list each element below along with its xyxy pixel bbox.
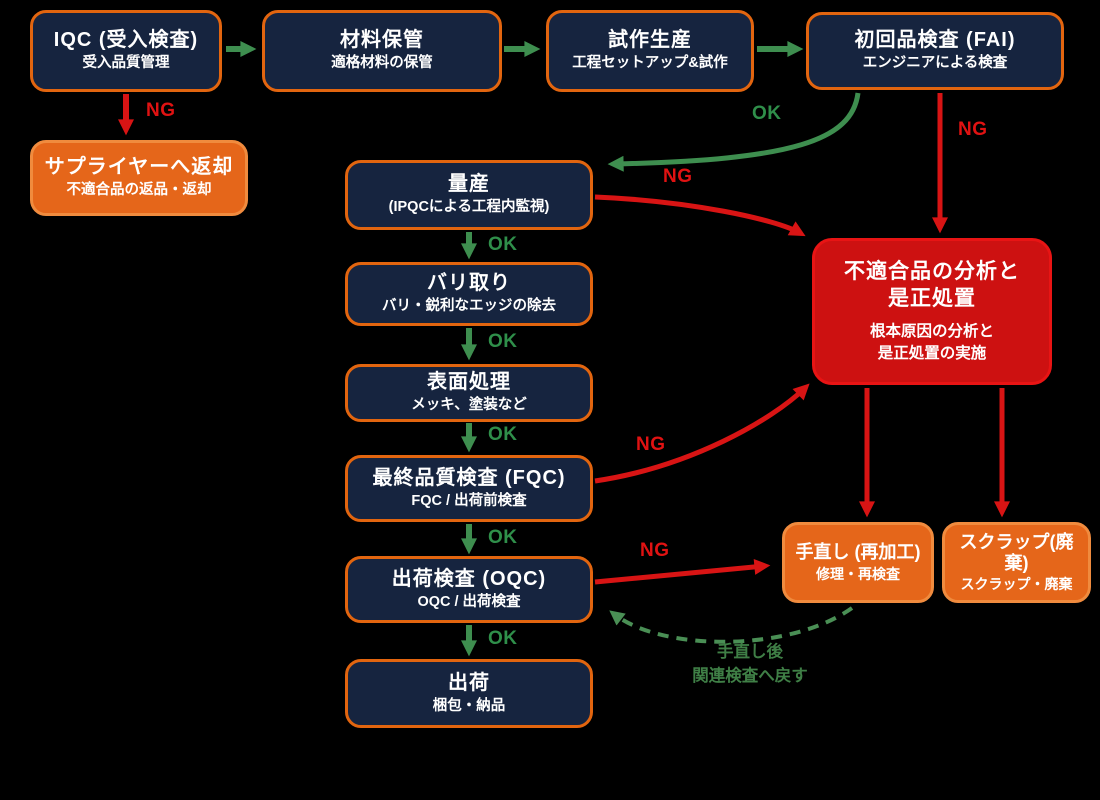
node-shipping-title: 出荷 [448,671,490,694]
node-supplier-return-title: サプライヤーへ返却 [44,156,234,179]
rework-return-note-line2: 関連検査へ戻す [692,666,808,685]
node-capa-title-line1: 不適合品の分析と [844,259,1020,283]
node-iqc-title: IQC (受入検査) [53,29,199,52]
arrow-rework-return-to-oqc [609,606,854,644]
node-material-storage-title: 材料保管 [340,29,424,52]
node-oqc: 出荷検査 (OQC) OQC / 出荷検査 [345,556,593,623]
edge-label-ok-oqc-ship: OK [488,628,518,649]
node-deburring-subtitle: バリ・鋭利なエッジの除去 [382,298,556,315]
node-deburring-title: バリ取り [427,272,511,295]
node-rework-subtitle: 修理・再検査 [816,565,900,582]
node-iqc-subtitle: 受入品質管理 [82,55,170,72]
node-trial-production-subtitle: 工程セットアップ&試作 [572,55,728,72]
node-mass-production: 量産 (IPQCによる工程内監視) [345,160,593,230]
arrow-mass-ng-to-capa [594,194,806,237]
node-supplier-return: サプライヤーへ返却 不適合品の返品・返却 [30,140,248,216]
node-fai-title: 初回品検査 (FAI) [854,29,1016,52]
node-shipping: 出荷 梱包・納品 [345,659,593,728]
node-capa-title-line2: 是正処置 [888,286,976,310]
edge-label-fai-ng: NG [958,119,988,140]
node-fai-subtitle: エンジニアによる検査 [862,55,1008,72]
node-scrap-title: スクラップ(廃棄) [959,531,1074,573]
edge-label-fqc-ng: NG [636,434,666,455]
edge-label-iqc-ng: NG [146,100,176,121]
node-surface-treatment: 表面処理 メッキ、塗装など [345,364,593,422]
node-oqc-subtitle: OQC / 出荷検査 [417,593,521,610]
arrow-fqc-ng-to-capa [594,383,810,484]
node-surface-treatment-subtitle: メッキ、塗装など [411,397,527,414]
node-surface-treatment-title: 表面処理 [427,371,511,394]
node-material-storage-subtitle: 適格材料の保管 [331,55,433,72]
node-rework: 手直し (再加工) 修理・再検査 [782,522,934,603]
node-fqc-subtitle: FQC / 出荷前検査 [411,492,527,509]
edge-label-ok-deburr-surface: OK [488,331,518,352]
node-scrap-subtitle: スクラップ・廃棄 [960,576,1073,593]
arrow-fai-ok-to-mass [607,92,861,172]
node-capa-subtitle-line2: 是正処置の実施 [877,344,987,362]
node-material-storage: 材料保管 適格材料の保管 [262,10,502,92]
node-capa-subtitle-line1: 根本原因の分析と [869,323,994,341]
node-supplier-return-subtitle: 不適合品の返品・返却 [66,182,212,199]
arrow-oqc-ng-to-rework [594,558,771,585]
rework-return-note: 手直し後 関連検査へ戻す [650,641,850,689]
node-fqc: 最終品質検査 (FQC) FQC / 出荷前検査 [345,455,593,522]
node-scrap: スクラップ(廃棄) スクラップ・廃棄 [942,522,1091,603]
node-mass-production-subtitle: (IPQCによる工程内監視) [388,199,550,216]
edge-label-fai-ok: OK [752,103,782,124]
edge-label-oqc-ng: NG [640,540,670,561]
node-trial-production: 試作生産 工程セットアップ&試作 [546,10,754,92]
edge-label-mass-ng: NG [663,166,693,187]
node-shipping-subtitle: 梱包・納品 [432,697,506,714]
node-capa: 不適合品の分析と 是正処置 根本原因の分析と 是正処置の実施 [812,238,1052,385]
node-rework-title: 手直し (再加工) [795,542,921,563]
node-fqc-title: 最終品質検査 (FQC) [372,466,566,489]
edge-label-ok-fqc-oqc: OK [488,527,518,548]
node-iqc: IQC (受入検査) 受入品質管理 [30,10,222,92]
edge-label-ok-surface-fqc: OK [488,424,518,445]
node-fai: 初回品検査 (FAI) エンジニアによる検査 [806,12,1064,90]
rework-return-note-line1: 手直し後 [717,643,783,661]
node-deburring: バリ取り バリ・鋭利なエッジの除去 [345,262,593,326]
node-mass-production-title: 量産 [448,173,490,196]
node-trial-production-title: 試作生産 [608,29,692,52]
edge-label-ok-mass-deburr: OK [488,234,518,255]
node-oqc-title: 出荷検査 (OQC) [391,567,547,590]
